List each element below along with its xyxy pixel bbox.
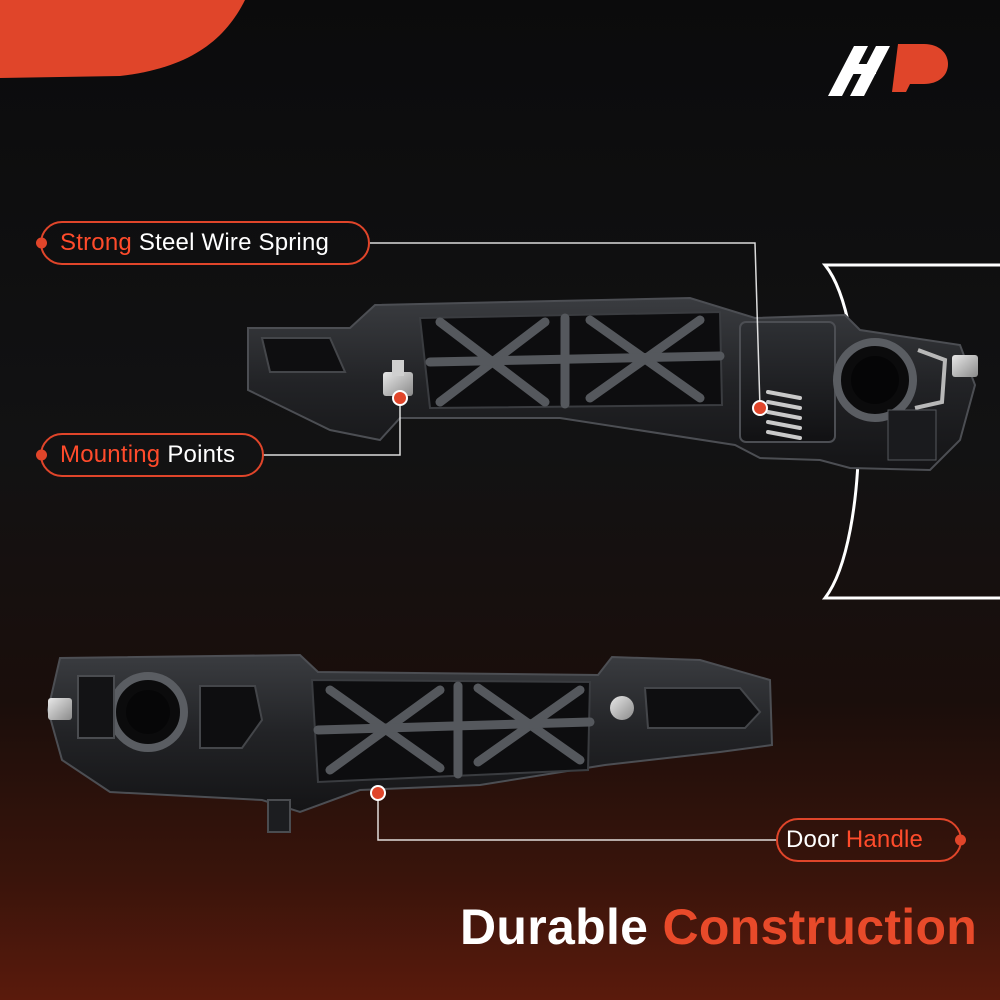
handle-leader [377,793,778,841]
callout-mounting-text: Points [167,441,236,468]
callout-dot [36,237,47,249]
handle-marker [370,785,386,801]
callout-lines [262,242,778,841]
callout-handle-highlight: Handle [845,826,924,853]
callout-spring-highlight: Strong [60,229,132,256]
corner-accent-shape [0,0,245,78]
handle-part-bottom [46,653,774,833]
a-premium-logo [828,44,948,96]
callout-spring: Strong Steel Wire Spring [36,221,370,265]
mounting-marker [392,390,408,406]
spring-marker [752,400,768,416]
callout-spring-text: Steel Wire Spring [138,229,330,256]
handle-part-top [247,296,978,472]
callout-dot [955,834,966,846]
callout-door-handle: Door Handle [776,818,966,862]
mounting-leader [262,398,401,456]
headline-word-construction: Construction [662,899,978,955]
callout-handle-text: Door [786,826,839,853]
callout-mounting-highlight: Mounting [60,441,161,468]
headline-word-durable: Durable [460,899,649,955]
callout-dot [36,449,47,461]
callout-mounting: Mounting Points [36,433,264,477]
spring-leader [370,242,761,409]
headline: Durable Construction [460,898,977,956]
